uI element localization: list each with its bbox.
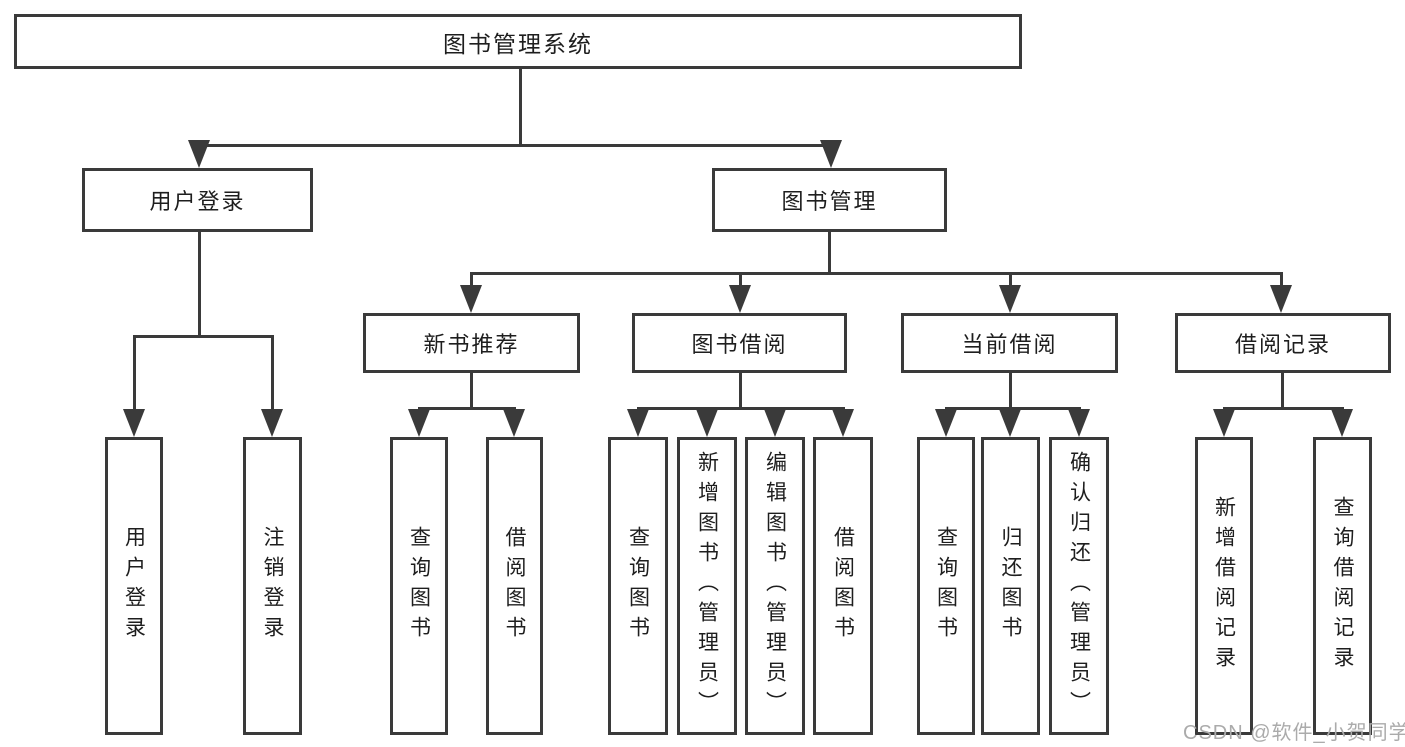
arrow-down-icon	[123, 409, 145, 437]
node-book-management: 图书管理	[712, 168, 947, 232]
connector-line-h	[470, 272, 1283, 275]
arrow-down-icon	[764, 409, 786, 437]
arrow-down-icon	[935, 409, 957, 437]
leaf-cb-confirm-return-admin: 确认归还（管理员）	[1049, 437, 1109, 735]
arrow-down-icon	[1270, 285, 1292, 313]
arrow-down-icon	[188, 140, 210, 168]
node-user-login: 用户登录	[82, 168, 313, 232]
arrow-down-icon	[820, 140, 842, 168]
arrow-down-icon	[1331, 409, 1353, 437]
connector-line-h	[418, 407, 516, 410]
connector-line-v	[198, 232, 201, 338]
leaf-bb-borrow-books: 借阅图书	[813, 437, 873, 735]
leaf-bb-add-books-admin: 新增图书（管理员）	[677, 437, 737, 735]
leaf-nb-query-books: 查询图书	[390, 437, 448, 735]
leaf-br-add-borrow-record: 新增借阅记录	[1195, 437, 1253, 735]
connector-line-v	[828, 232, 831, 275]
leaf-cb-query-books: 查询图书	[917, 437, 975, 735]
leaf-bb-edit-books-admin: 编辑图书（管理员）	[745, 437, 805, 735]
arrow-down-icon	[408, 409, 430, 437]
arrow-down-icon	[729, 285, 751, 313]
connector-line-v	[519, 69, 522, 146]
arrow-down-icon	[832, 409, 854, 437]
node-new-book-recommend: 新书推荐	[363, 313, 580, 373]
arrow-down-icon	[999, 409, 1021, 437]
connector-line-v	[739, 373, 742, 409]
connector-line-v	[470, 373, 473, 409]
connector-line-h	[1223, 407, 1344, 410]
arrow-down-icon	[1068, 409, 1090, 437]
node-library-management-system: 图书管理系统	[14, 14, 1022, 69]
connector-line-v	[470, 272, 473, 288]
node-book-borrowing: 图书借阅	[632, 313, 847, 373]
node-current-borrowing: 当前借阅	[901, 313, 1118, 373]
csdn-watermark: CSDN @软件_小贺同学	[1183, 722, 1405, 744]
arrow-down-icon	[696, 409, 718, 437]
connector-line-v	[1009, 272, 1012, 288]
arrow-down-icon	[460, 285, 482, 313]
leaf-nb-borrow-books: 借阅图书	[486, 437, 543, 735]
leaf-logout-login: 注销登录	[243, 437, 302, 735]
connector-line-h	[198, 144, 832, 147]
connector-line-h	[637, 407, 845, 410]
connector-line-h	[945, 407, 1081, 410]
arrow-down-icon	[503, 409, 525, 437]
leaf-br-query-borrow-record: 查询借阅记录	[1313, 437, 1372, 735]
connector-line-v	[739, 272, 742, 288]
connector-line-v	[271, 335, 274, 412]
leaf-cb-return-books: 归还图书	[981, 437, 1040, 735]
arrow-down-icon	[627, 409, 649, 437]
connector-line-v	[1280, 272, 1283, 288]
connector-line-v	[133, 335, 136, 412]
arrow-down-icon	[999, 285, 1021, 313]
connector-line-v	[1281, 373, 1284, 409]
arrow-down-icon	[261, 409, 283, 437]
leaf-user-login: 用户登录	[105, 437, 163, 735]
connector-line-v	[1009, 373, 1012, 409]
arrow-down-icon	[1213, 409, 1235, 437]
node-borrowing-records: 借阅记录	[1175, 313, 1391, 373]
connector-line-h	[133, 335, 274, 338]
leaf-bb-query-books: 查询图书	[608, 437, 668, 735]
